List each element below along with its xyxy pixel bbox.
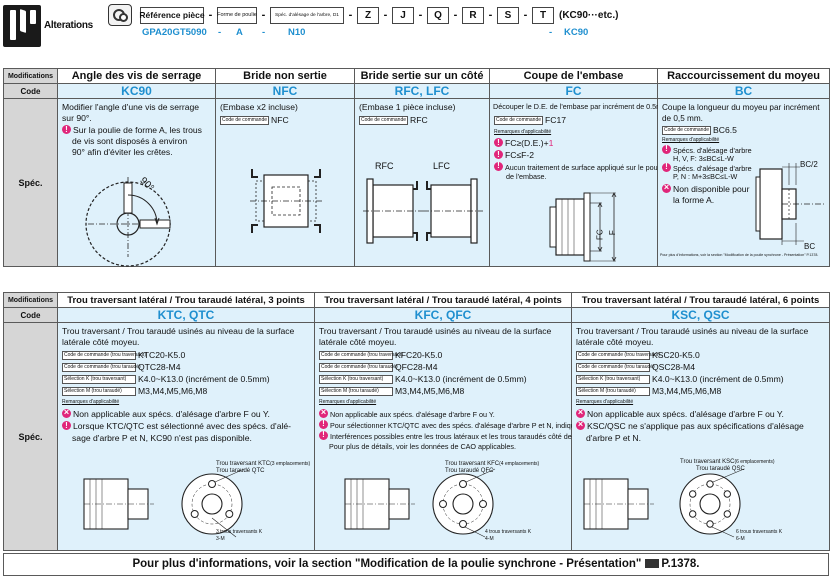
warning-icon: [494, 149, 503, 160]
rfc-label: RFC: [375, 161, 394, 171]
warning-icon: [62, 124, 71, 135]
dim-f: F: [607, 230, 617, 236]
not-available-icon: [319, 407, 328, 418]
not-available-icon: [576, 407, 585, 418]
bc-hub-diagram: [755, 163, 826, 245]
pn-tail: (KC90···etc.): [559, 9, 619, 21]
spec-bc: Coupe la longueur du moyeu par incrément…: [657, 98, 830, 267]
pn-box-z: Z: [357, 6, 379, 24]
ktc-pulley-diagram: [83, 468, 245, 538]
pulley-gear-icon: [108, 4, 132, 26]
col-title-rfc: Bride sertie sur un côté: [354, 68, 490, 84]
pn-box-part: Référence pièce: [139, 6, 205, 24]
page-title: Alterations: [44, 20, 93, 31]
code-nfc: NFC: [215, 83, 355, 99]
dim-bc: BC: [804, 242, 816, 251]
not-available-icon: [576, 419, 585, 430]
part-number-structure: Référence pièce - Forme de poulie - Spéc…: [139, 6, 619, 24]
kfc-pulley-diagram: [344, 468, 496, 538]
lfc-label: LFC: [433, 161, 451, 171]
spec-rfc-lfc: (Embase 1 pièce incluse) Code de command…: [354, 98, 490, 267]
warning-icon: [62, 420, 71, 431]
example-part: GPA20GT5090: [142, 27, 207, 38]
fc-flange-diagram: [549, 192, 617, 262]
ksc-pulley-diagram: [583, 468, 745, 538]
col-title-kc90: Angle des vis de serrage: [57, 68, 216, 84]
code-fc: FC: [489, 83, 658, 99]
pn-box-r: R: [462, 6, 484, 24]
pn-box-t: T: [532, 6, 554, 24]
pn-box-shape: Forme de poulie: [217, 6, 257, 24]
row-label-modifications: Modifications: [3, 292, 58, 308]
warning-icon: [319, 419, 328, 429]
row-label-spec: Spéc.: [3, 322, 58, 551]
col-title-kfc: Trou traversant latéral / Trou taraudé l…: [314, 292, 572, 308]
code-kfc-qfc: KFC, QFC: [314, 307, 572, 323]
row-label-spec: Spéc.: [3, 98, 58, 267]
warning-icon: [319, 430, 328, 440]
row-label-code: Code: [3, 307, 58, 323]
spec-ktc-qtc: Trou traversant / Trou taraudé usinés au…: [57, 322, 315, 551]
pn-box-q: Q: [427, 6, 449, 24]
col-title-bc: Raccourcissement du moyeu: [657, 68, 830, 84]
pn-box-bore: Spéc. d'alésage de l'arbre, D1: [270, 6, 344, 24]
warning-icon: [662, 162, 671, 172]
code-bc: BC: [657, 83, 830, 99]
modifications-table-1: Modifications Angle des vis de serrage B…: [3, 68, 830, 267]
pn-box-s: S: [497, 6, 519, 24]
code-ktc-qtc: KTC, QTC: [57, 307, 315, 323]
modifications-table-2: Modifications Trou traversant latéral / …: [3, 292, 830, 551]
spec-ksc-qsc: Trou traversant / Trou taraudé usinés au…: [571, 322, 830, 551]
code-rfc-lfc: RFC, LFC: [354, 83, 490, 99]
code-ksc-qsc: KSC, QSC: [571, 307, 830, 323]
col-title-nfc: Bride non sertie: [215, 68, 355, 84]
spec-kc90: Modifier l'angle d'une vis de serrage su…: [57, 98, 216, 267]
warning-icon: [662, 144, 671, 154]
book-reference-icon: [645, 559, 660, 568]
warning-icon: [494, 161, 503, 171]
nfc-pulley-diagram: [250, 169, 322, 233]
page-reference[interactable]: P.1378.: [661, 558, 700, 570]
dim-bc2: BC/2: [800, 160, 818, 169]
spec-fc: Découper le D.E. de l'embase par incréme…: [489, 98, 672, 267]
example-shape: A: [236, 27, 243, 38]
pn-box-j: J: [392, 6, 414, 24]
row-label-code: Code: [3, 83, 58, 99]
spec-kfc-qfc: Trou traversant / Trou taraudé usinés au…: [314, 322, 603, 551]
col-title-ktc: Trou traversant latéral / Trou taraudé l…: [57, 292, 315, 308]
row-label-modifications: Modifications: [3, 68, 58, 84]
bc-footnote: Pour plus d'informations, voir la sectio…: [660, 253, 819, 257]
rfc-lfc-pulley-diagram: [363, 178, 483, 244]
not-available-icon: [662, 182, 671, 193]
example-option: KC90: [564, 27, 589, 38]
footer-note: Pour plus d'informations, voir la sectio…: [3, 553, 829, 576]
example-bore: N10: [288, 27, 306, 38]
not-available-icon: [62, 407, 71, 418]
dim-fc: FC: [595, 229, 605, 240]
warning-icon: [494, 137, 503, 148]
col-title-fc: Coupe de l'embase: [489, 68, 658, 84]
code-kc90: KC90: [57, 83, 216, 99]
col-title-ksc: Trou traversant latéral / Trou taraudé l…: [571, 292, 830, 308]
alterations-logo-icon: [3, 5, 41, 47]
kc90-angle-diagram: [85, 177, 172, 267]
